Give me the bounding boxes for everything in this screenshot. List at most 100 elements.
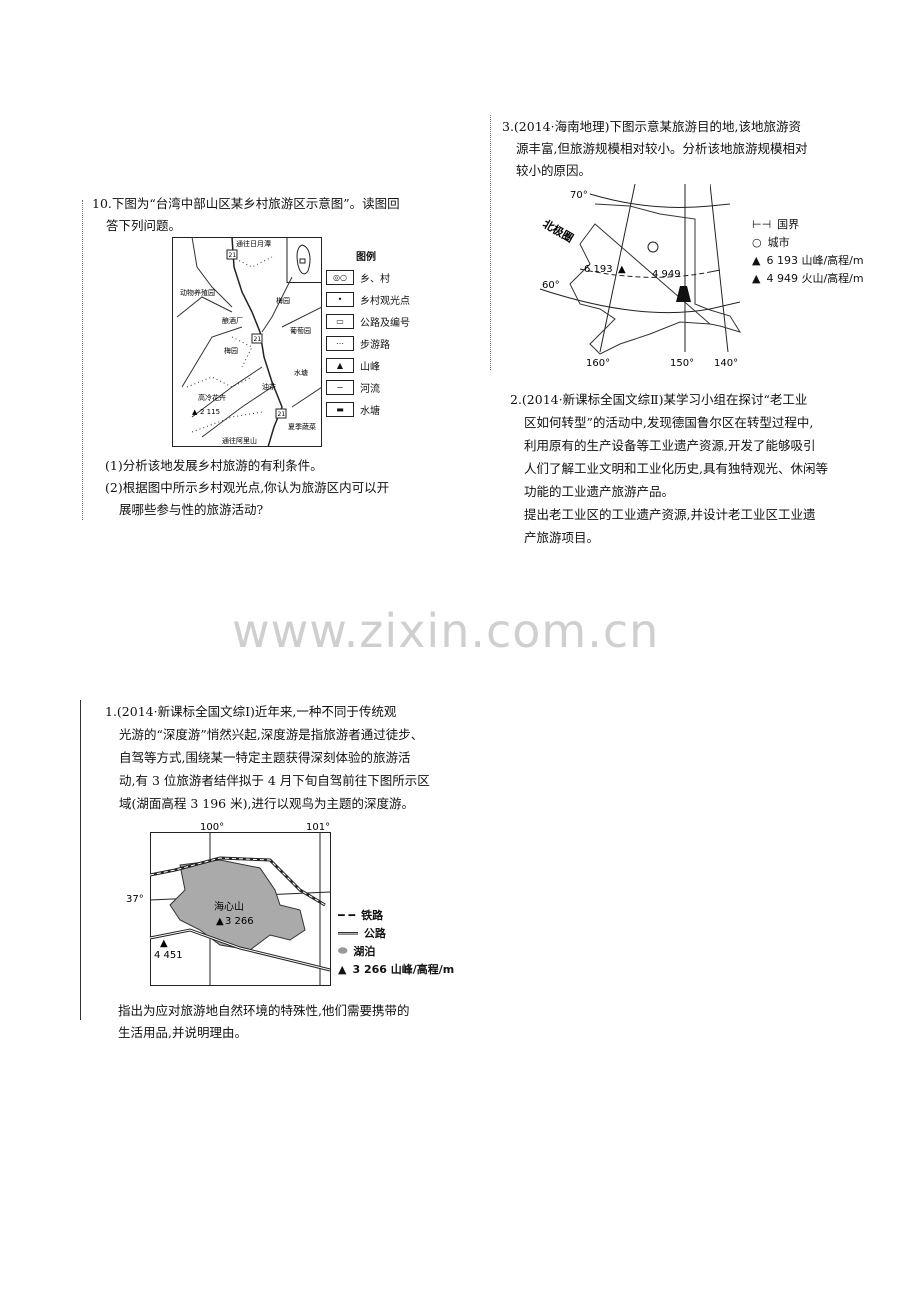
question-text: 提出老工业区的工业遗产资源,并设计老工业区工业遗: [524, 507, 816, 522]
question-10-subquestions: (1)分析该地发展乡村旅游的有利条件。 (2)根据图中所示乡村观光点,你认为旅游…: [105, 455, 475, 521]
question-text: 域(湖面高程 3 196 米),进行以观鸟为主题的深度游。: [119, 796, 414, 811]
question-10: 10.下图为“台湾中部山区某乡村旅游区示意图”。读图回 答下列问题。: [92, 193, 472, 237]
map-label: 4 451: [154, 950, 183, 961]
map-label: 2 115: [200, 408, 220, 416]
question-3: 3.(2014·海南地理)下图示意某旅游目的地,该地旅游资 源丰富,但旅游规模相…: [502, 116, 882, 182]
alaska-map-east: 140°: [710, 184, 742, 369]
pond-icon: ▬: [326, 401, 354, 417]
map-label: 北极圈: [541, 216, 577, 245]
legend-label: 3 266 山峰/高程/m: [352, 963, 455, 976]
legend-label: 河流: [360, 383, 380, 395]
road-number: 21: [278, 411, 286, 418]
question-1-prompt: 指出为应对旅游地自然环境的特殊性,他们需要携带的 生活用品,并说明理由。: [118, 1000, 498, 1044]
legend-label: 铁路: [361, 909, 384, 922]
map-label: 3 266: [225, 916, 254, 927]
legend-label: 国界: [777, 218, 800, 231]
map-label: 梅园: [276, 296, 290, 305]
map-label: 葡萄园: [290, 326, 311, 335]
subquestion: (1)分析该地发展乡村旅游的有利条件。: [105, 458, 323, 473]
question-text: 1.(2014·新课标全国文综Ⅰ)近年来,一种不同于传统观: [105, 704, 397, 719]
legend-label: 公路: [363, 927, 386, 940]
legend-label: 步游路: [360, 339, 390, 351]
peak-icon: ▲: [326, 357, 354, 373]
qinghai-lake-map: 100° 101° 37° 海心山 ▲ 3 266 ▲ 4 451: [126, 822, 331, 986]
city-icon: [647, 241, 659, 253]
map-label: 101°: [306, 822, 330, 833]
question-text: 产旅游项目。: [524, 530, 600, 545]
question-text: 动,有 3 位旅游者结伴拟于 4 月下旬自驾前往下图所示区: [119, 773, 430, 788]
subquestion: (2)根据图中所示乡村观光点,你认为旅游区内可以开: [105, 480, 390, 495]
map-label: 梅园: [224, 346, 238, 355]
village-icon: ◎○: [326, 269, 354, 285]
map-legend: ━ ━ 铁路 ═══ 公路 ⬬ 湖泊 ▲ 3 266 山峰/高程/m: [338, 906, 454, 978]
question-text: 答下列问题。: [106, 218, 182, 233]
map-label: 150°: [670, 358, 694, 369]
margin-line: [80, 700, 81, 1020]
map-label: 60°: [542, 280, 560, 291]
question-text: 指出为应对旅游地自然环境的特殊性,他们需要携带的: [118, 1003, 410, 1018]
legend-label: 水塘: [360, 405, 380, 417]
map-label: 通往日月潭: [236, 239, 271, 248]
question-text: 利用原有的生产设备等工业遗产资源,开发了能够吸引: [524, 438, 816, 453]
road-number: 21: [229, 252, 237, 259]
map-label: 70°: [570, 190, 588, 201]
question-text: 功能的工业遗产旅游产品。: [524, 484, 675, 499]
question-text: 人们了解工业文明和工业化历史,具有独特观光、休闲等: [524, 461, 828, 476]
map-label: 海心山: [214, 900, 244, 913]
railway-icon: ━ ━: [338, 908, 356, 922]
map-label: 4 949: [652, 269, 681, 280]
alaska-map: 70° 北极圈 60° 6 193 ▲ 4 949 160° 150°: [539, 184, 710, 369]
border-icon: ⊢⊣: [752, 217, 772, 231]
map-label: 6 193: [584, 264, 613, 275]
map-label: 酿酒厂: [222, 316, 243, 325]
legend-label: 乡、村: [360, 273, 390, 285]
legend-title: 图例: [356, 251, 376, 263]
lake-icon: ⬬: [338, 944, 348, 957]
map-label: 水塘: [294, 368, 308, 377]
question-text: 2.(2014·新课标全国文综Ⅱ)某学习小组在探讨“老工业: [510, 392, 808, 407]
legend-label: 城市: [767, 236, 790, 249]
subquestion: 展哪些参与性的旅游活动?: [119, 502, 264, 517]
dot-icon: •: [326, 291, 354, 307]
map-legend: ⊢⊣ 国界 ○ 城市 ▲ 6 193 山峰/高程/m ▲ 4 949 火山/高程/m: [752, 215, 864, 287]
map-label: 100°: [200, 822, 224, 833]
margin-line: [82, 200, 83, 520]
question-1: 1.(2014·新课标全国文综Ⅰ)近年来,一种不同于传统观 光游的“深度游”悄然…: [105, 700, 485, 815]
question-text: 较小的原因。: [516, 163, 592, 178]
question-text: 自驾等方式,围绕某一特定主题获得深刻体验的旅游活: [119, 750, 411, 765]
volcano-icon: ▲: [752, 271, 761, 285]
trail-icon: ⋯: [326, 335, 354, 351]
question-text: 生活用品,并说明理由。: [118, 1025, 247, 1040]
peak-icon: ▲: [192, 408, 198, 416]
legend-label: 4 949 火山/高程/m: [766, 272, 864, 285]
legend-label: 山峰: [360, 361, 380, 373]
peak-icon: ▲: [216, 916, 224, 927]
map-legend: 图例 ◎○ 乡、村 • 乡村观光点 ▭ 公路及编号 ⋯ 步游路 ▲ 山峰 ∼ 河流 ▬ 水塘: [326, 244, 410, 420]
question-2: 2.(2014·新课标全国文综Ⅱ)某学习小组在探讨“老工业 区如何转型”的活动中…: [510, 388, 890, 549]
question-text: 区如何转型”的活动中,发现德国鲁尔区在转型过程中,: [524, 415, 814, 430]
road-icon: ═══: [338, 926, 358, 940]
road-icon: ▭: [326, 313, 354, 329]
legend-label: 公路及编号: [360, 317, 410, 329]
peak-icon: ▲: [160, 938, 168, 949]
legend-label: 乡村观光点: [360, 295, 410, 307]
peak-icon: ▲: [752, 253, 761, 267]
question-text: 源丰富,但旅游规模相对较小。分析该地旅游规模相对: [516, 141, 808, 156]
map-label: 160°: [586, 358, 610, 369]
river-icon: ∼: [326, 379, 354, 395]
city-icon: ○: [752, 235, 762, 249]
watermark: www.zixin.com.cn: [232, 604, 660, 658]
taiwan-village-map: 通往日月潭 动物养殖园 梅园 酿酒厂 葡萄园 梅园 水塘 油茶 高冷花卉 ▲ 2…: [172, 237, 322, 447]
legend-label: 6 193 山峰/高程/m: [766, 254, 864, 267]
question-text: 10.下图为“台湾中部山区某乡村旅游区示意图”。读图回: [92, 196, 400, 211]
peak-icon: ▲: [338, 962, 347, 976]
map-label: 动物养殖园: [180, 288, 215, 297]
map-label: 夏季蔬菜: [288, 422, 316, 431]
legend-label: 湖泊: [353, 945, 376, 958]
map-label: 高冷花卉: [198, 393, 226, 402]
question-text: 3.(2014·海南地理)下图示意某旅游目的地,该地旅游资: [502, 119, 801, 134]
map-label: 通往阿里山: [222, 436, 257, 445]
question-text: 光游的“深度游”悄然兴起,深度游是指旅游者通过徒步、: [119, 727, 424, 742]
volcano-icon: [676, 286, 691, 302]
